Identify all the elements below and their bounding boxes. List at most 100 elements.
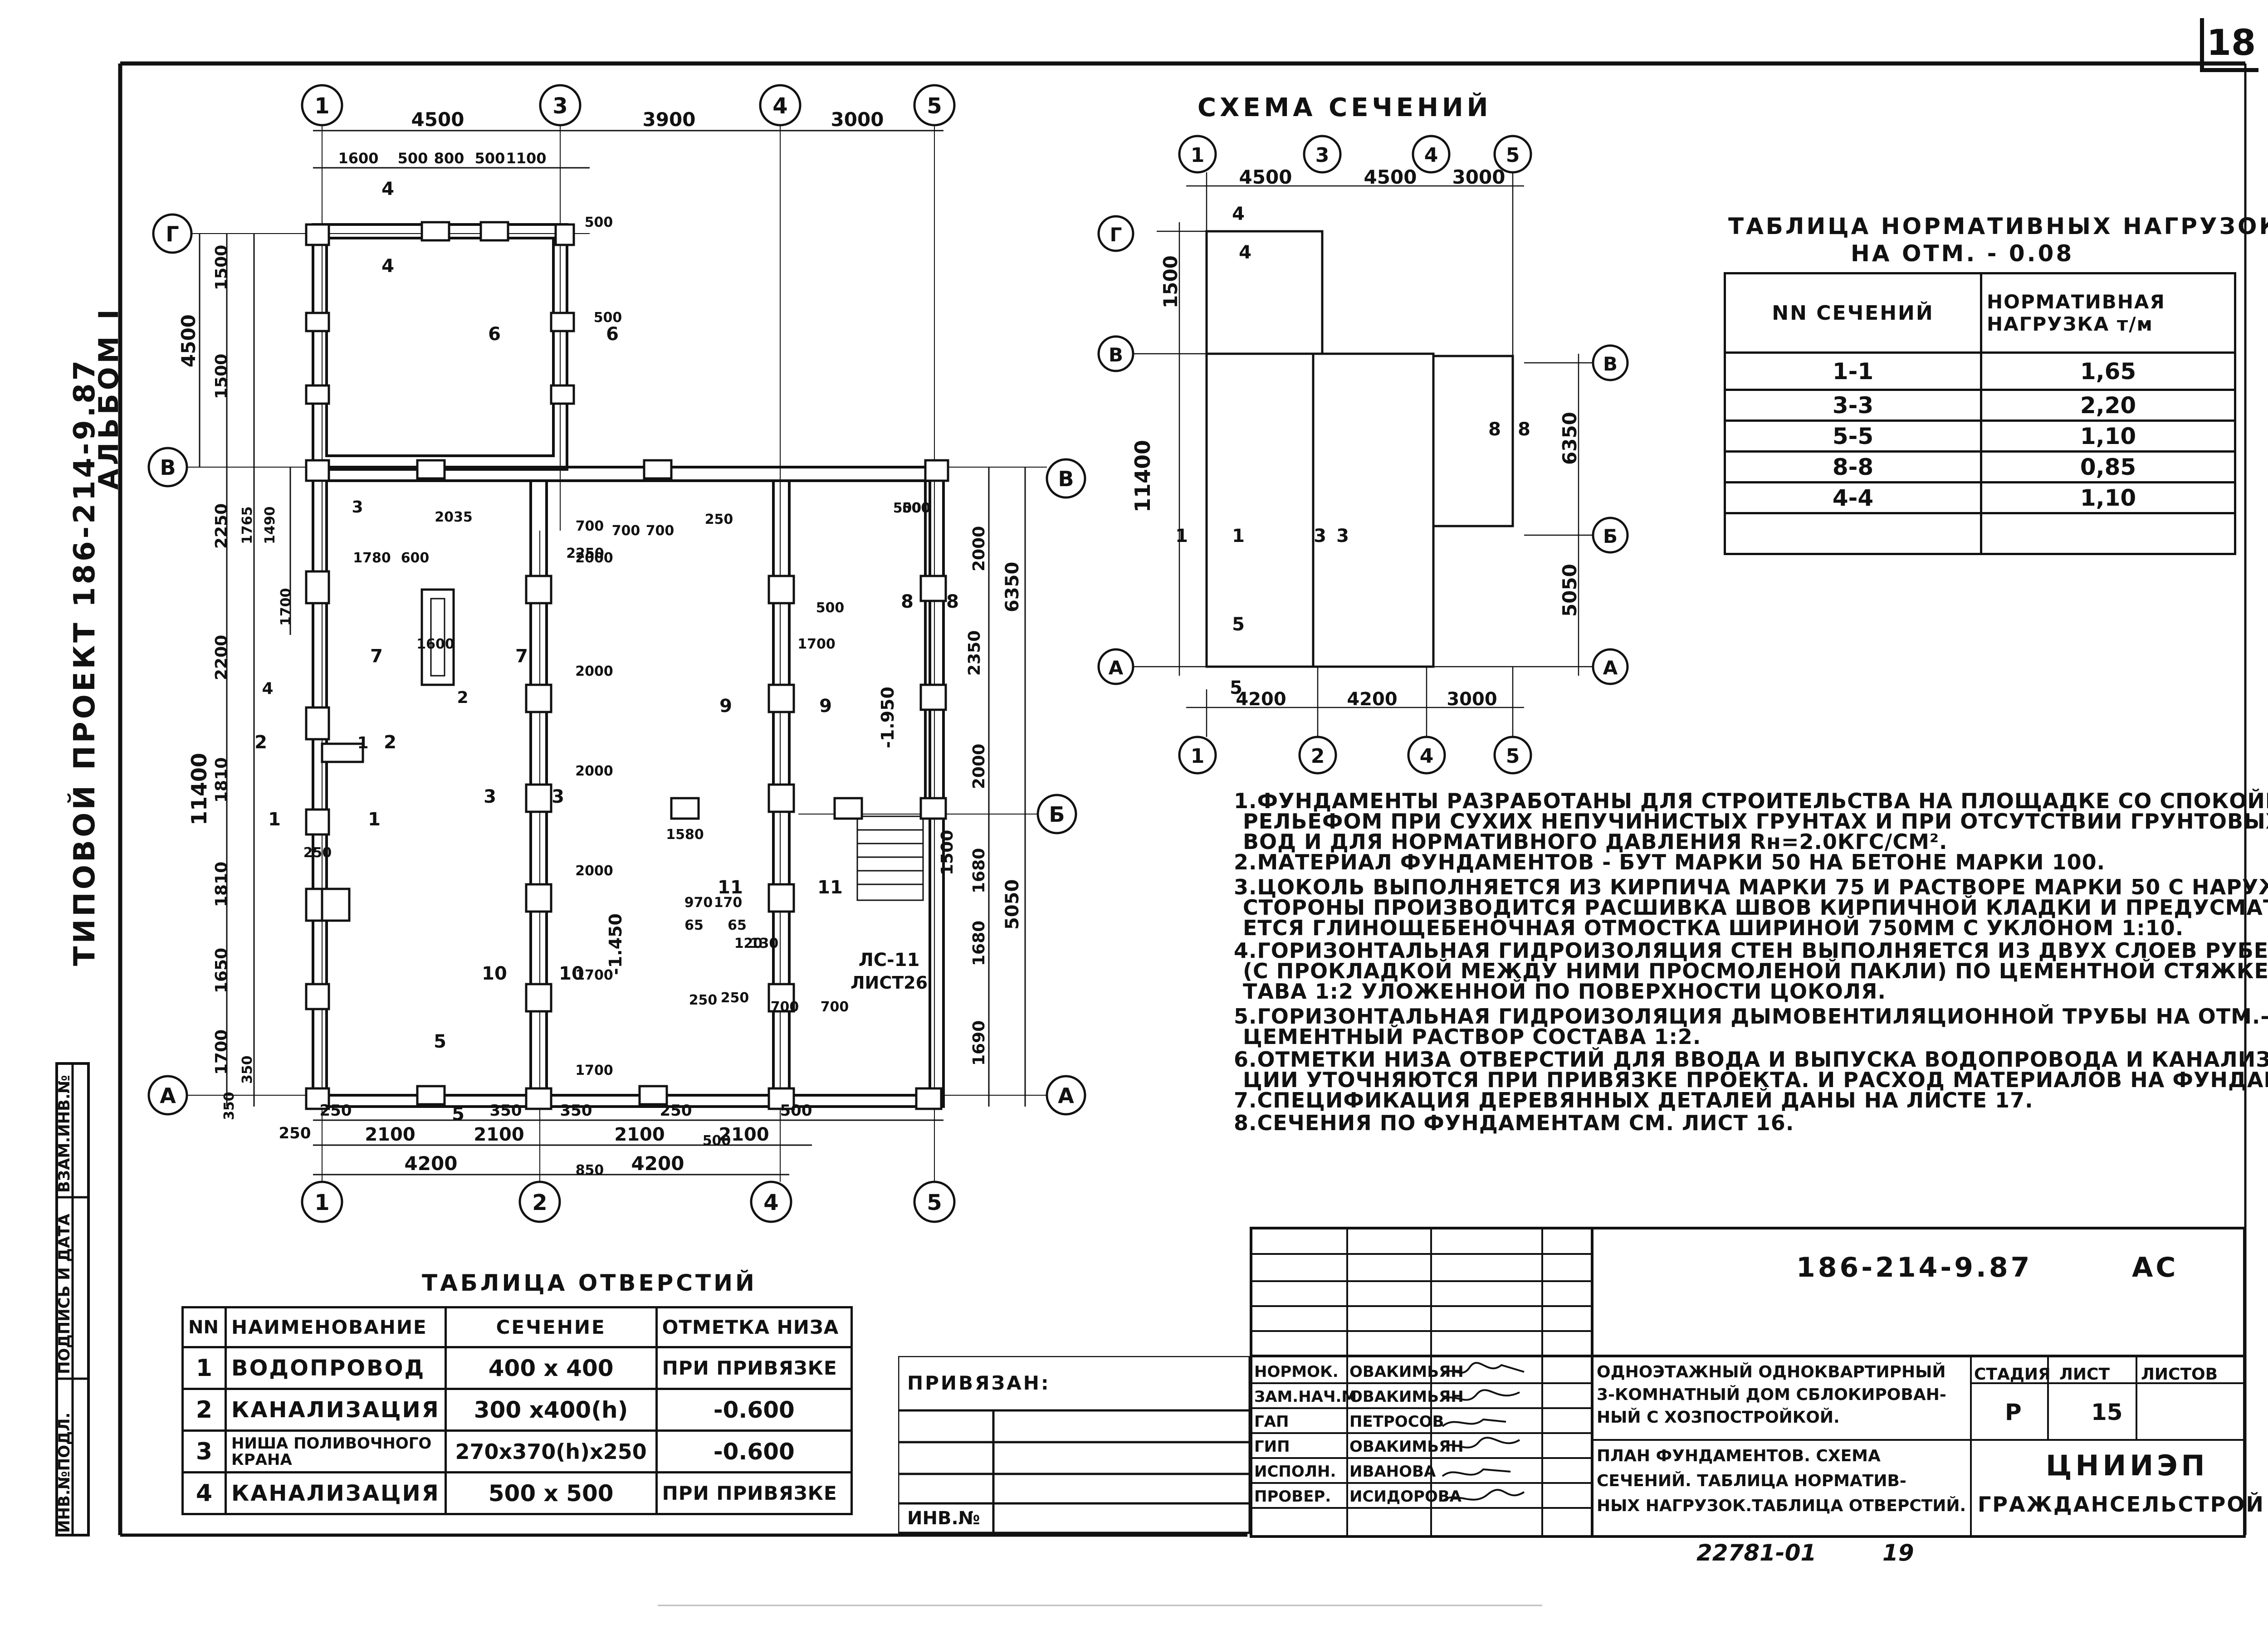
role-title: ЗАМ.НАЧ.М	[1254, 1388, 1357, 1406]
dim-inner: 2250	[566, 546, 604, 561]
loads-row-value: 1,10	[1980, 481, 2236, 514]
stair-hatch	[856, 815, 924, 901]
dim-inner: 250	[689, 992, 718, 1008]
note-line: РЕЛЬЕФОМ ПРИ СУХИХ НЕПУЧИНИСТЫХ ГРУНТАХ …	[1243, 809, 2268, 834]
openings-header-nn: NN	[181, 1306, 227, 1348]
dim-left-chain: 2250	[212, 503, 231, 549]
scheme-dim-bottom: 4200	[1347, 689, 1397, 710]
loads-row-section: 4-4	[1724, 481, 1982, 514]
dim-inner: 65	[728, 917, 747, 933]
dim-right-chain: 1680	[970, 848, 988, 893]
dim-left-inner: 350	[221, 1092, 237, 1120]
scheme-dim-top: 4500	[1364, 166, 1417, 188]
role-name: ИСИДОРОВА	[1349, 1488, 1462, 1506]
note-line: ВОД И ДЛЯ НОРМАТИВНОГО ДАВЛЕНИЯ Rн=2.0КГ…	[1243, 829, 1948, 854]
scheme-axis-row: А	[1109, 657, 1124, 679]
dim-right-chain: 2350	[965, 630, 984, 676]
dim-inner: 130	[750, 936, 779, 951]
elevation-mark: -1.450	[606, 913, 626, 975]
scheme-axis-row: Г	[1110, 224, 1122, 246]
section-mark: 10	[559, 963, 584, 984]
axis-label-row: Б	[1049, 802, 1065, 827]
dim-left-chain: 1700	[212, 1029, 231, 1075]
note-line: ЦЕМЕНТНЫЙ РАСТВОР СОСТАВА 1:2.	[1243, 1024, 1701, 1049]
scheme-section-mark: 5	[1232, 614, 1245, 635]
scheme-dim-top: 3000	[1452, 166, 1505, 188]
section-mark: 2	[254, 732, 267, 753]
openings-level: ПРИ ПРИВЯЗКЕ	[655, 1346, 853, 1390]
dim-inner: 250	[721, 990, 749, 1006]
chimney-box	[420, 588, 455, 686]
dim-left-inner: 350	[240, 1055, 255, 1084]
scheme-section-mark: 4	[1232, 204, 1245, 224]
description-line: ОДНОЭТАЖНЫЙ ОДНОКВАРТИРНЫЙ	[1597, 1363, 1946, 1381]
scheme-axis-bottom: 1	[1191, 745, 1205, 768]
section-mark: 1	[368, 809, 381, 830]
axis-label-row: Г	[166, 222, 179, 246]
binding-inv: ИНВ.№	[907, 1508, 980, 1529]
axis-label-row: В	[160, 455, 176, 480]
dim-inner: 700	[576, 518, 604, 534]
note-line: СТОРОНЫ ПРОИЗВОДИТСЯ РАСШИВКА ШВОВ КИРПИ…	[1243, 895, 2268, 920]
sheet-label: ЛИСТ	[2059, 1365, 2110, 1384]
section-mark: 4	[381, 256, 394, 277]
dim-right-chain: 1690	[970, 1020, 988, 1066]
section-mark: 2	[384, 732, 396, 753]
dim-inner: 850	[576, 1162, 604, 1178]
loads-row-section: 5-5	[1724, 419, 1982, 453]
note-line: 7.СПЕЦИФИКАЦИЯ ДЕРЕВЯННЫХ ДЕТАЛЕЙ ДАНЫ Н…	[1234, 1088, 2033, 1112]
dim-inner: 700	[646, 523, 675, 539]
role-name: ОВАКИМЬЯН	[1349, 1388, 1464, 1406]
dim-inner: 2035	[435, 509, 473, 525]
scheme-axis-bottom: 2	[1311, 745, 1325, 768]
dim-inner: 1700	[575, 967, 613, 983]
axis-label-bottom: 4	[763, 1190, 778, 1215]
dim-inner: 65	[684, 917, 704, 933]
dim-inner: 500	[703, 1133, 731, 1149]
dim-bottom-small: 500	[780, 1102, 812, 1120]
dim-bottom-span: 4200	[631, 1152, 684, 1175]
scheme-section-mark: 3	[1336, 526, 1349, 546]
note-line: 3.ЦОКОЛЬ ВЫПОЛНЯЕТСЯ ИЗ КИРПИЧА МАРКИ 75…	[1234, 875, 2268, 899]
openings-table-title: ТАБЛИЦА ОТВЕРСТИЙ	[422, 1270, 757, 1296]
axis-label-row: В	[1058, 467, 1074, 491]
dim-inner: 1780	[353, 550, 391, 566]
section-mark: 11	[718, 877, 743, 898]
scheme-section-mark: 3	[1314, 526, 1326, 546]
description-line: НЫХ НАГРУЗОК.ТАБЛИЦА ОТВЕРСТИЙ.	[1597, 1497, 1966, 1515]
dim-inner: 120	[734, 936, 763, 951]
description-line: ПЛАН ФУНДАМЕНТОВ. СХЕМА	[1597, 1447, 1881, 1465]
loads-row-value: 1,65	[1980, 351, 2236, 391]
axis-label-top: 4	[772, 93, 787, 119]
sheet-value: 15	[2091, 1399, 2123, 1425]
axis-label-top: 5	[927, 93, 942, 119]
note-line: 5.ГОРИЗОНТАЛЬНАЯ ГИДРОИЗОЛЯЦИЯ ДЫМОВЕНТИ…	[1234, 1004, 2268, 1029]
doc-code-suffix: АС	[2132, 1252, 2179, 1283]
dim-bottom-sub: 2100	[474, 1124, 524, 1145]
dim-bottom-sub: 2100	[614, 1124, 665, 1145]
album-vertical: АЛЬБОМ I	[93, 306, 125, 490]
section-mark: 3	[484, 786, 496, 807]
openings-section: 400 x 400	[444, 1346, 658, 1390]
opening-number: 4	[262, 679, 273, 698]
scheme-dim-bottom: 3000	[1447, 689, 1497, 710]
axis-bubble-row-V-right	[1046, 458, 1086, 499]
role-name: ПЕТРОСОВ	[1349, 1413, 1444, 1431]
openings-header-name: НАИМЕНОВАНИЕ	[225, 1306, 447, 1348]
role-title: ГАП	[1254, 1413, 1289, 1431]
org-name-1: ЦНИИЭП	[2046, 1449, 2209, 1482]
stamp-inv-podl: ИНВ.№ПОДЛ.	[55, 1412, 73, 1533]
dim-right-overall: 6350	[1002, 562, 1023, 612]
dim-inner: 250	[303, 845, 332, 861]
scheme-section-mark: 8	[1518, 419, 1530, 440]
scheme-axis-row: В	[1109, 344, 1123, 366]
dim-inner: 170	[714, 895, 743, 911]
scheme-section-mark: 5	[1230, 678, 1242, 698]
scheme-dim-left: 1500	[1159, 255, 1182, 308]
axis-label-top: 3	[552, 93, 567, 119]
loads-row-section: 1-1	[1724, 351, 1982, 391]
opening-number: 2	[457, 688, 468, 707]
dim-left-chain: 1500	[212, 354, 231, 399]
loads-row-section: 3-3	[1724, 389, 1982, 422]
dim-inner: 2000	[575, 663, 613, 679]
